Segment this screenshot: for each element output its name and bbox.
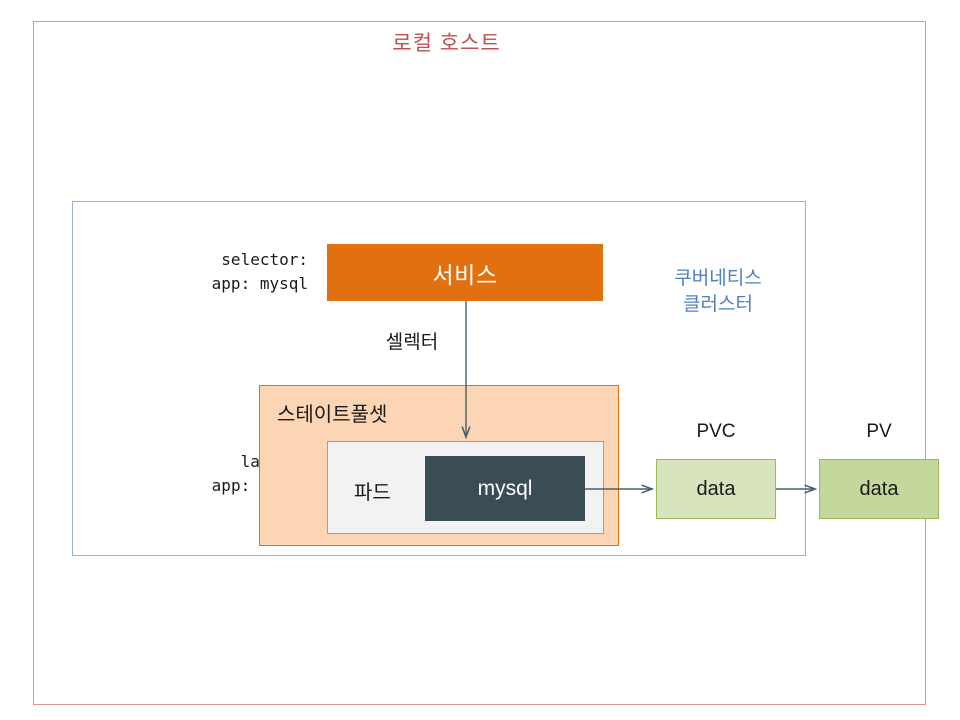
mysql-container-node[interactable]: mysql <box>425 456 585 521</box>
local-host-title: 로컬 호스트 <box>392 32 501 55</box>
pod-node-label: 파드 <box>354 482 391 504</box>
service-node[interactable]: 서비스 <box>327 244 603 301</box>
local-host-frame <box>33 21 926 705</box>
pvc-caption: PVC <box>696 421 736 442</box>
pv-node[interactable]: data <box>819 459 939 519</box>
pvc-node[interactable]: data <box>656 459 776 519</box>
service-node-label: 서비스 <box>432 261 498 288</box>
mysql-container-label: mysql <box>477 476 533 500</box>
statefulset-node-label: 스테이트풀셋 <box>277 404 388 426</box>
kubernetes-cluster-frame <box>72 201 806 556</box>
selector-annotation: selector: app: mysql <box>211 250 308 293</box>
cluster-label-line-2: 클러스터 <box>683 294 753 315</box>
kubernetes-cluster-label: 쿠버네티스 클러스터 <box>628 266 808 318</box>
pv-caption: PV <box>866 421 892 442</box>
pv-node-label: data <box>859 477 899 500</box>
selector-edge-label: 셀렉터 <box>385 332 439 353</box>
pvc-node-label: data <box>696 477 736 500</box>
cluster-label-line-1: 쿠버네티스 <box>674 268 762 289</box>
